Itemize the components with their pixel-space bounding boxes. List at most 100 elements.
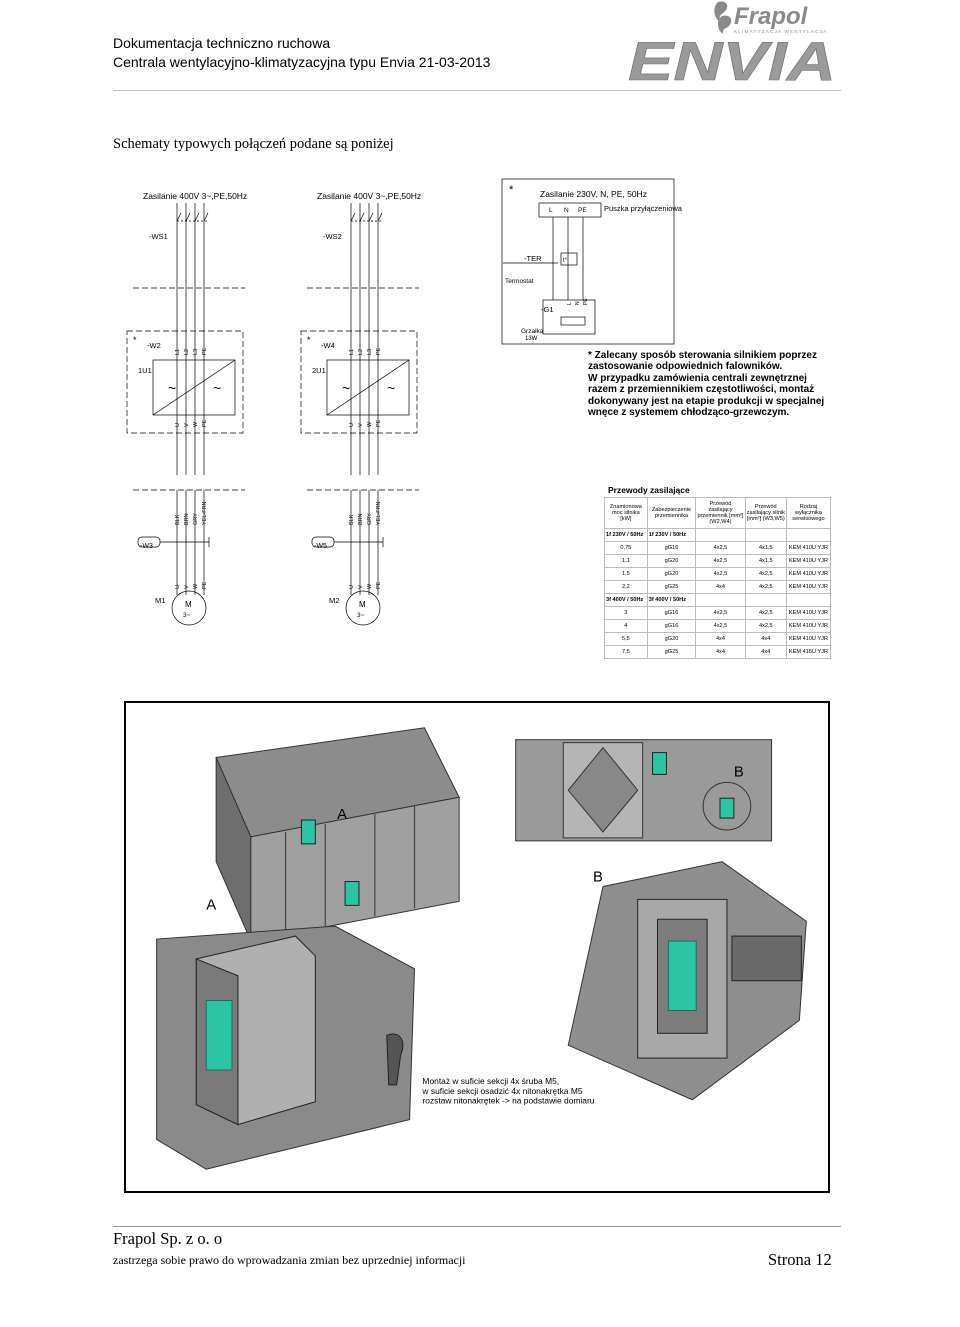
heater-term-n: N: [575, 301, 581, 305]
star-3: *: [509, 184, 514, 196]
cell: KEM 410U YJR: [785, 619, 832, 633]
tilde-2a: ~: [342, 380, 350, 396]
motor-2-phase: 3~: [357, 612, 365, 619]
cables-section-2: 3f 400V / 50Hz 3f 400V / 50Hz: [604, 593, 832, 607]
header-title-line1: Dokumentacja techniczno ruchowa: [113, 35, 331, 51]
footer-note: zastrzega sobie prawo do wprowadzania zm…: [113, 1253, 466, 1267]
document-header: Dokumentacja techniczno ruchowa Centrala…: [113, 34, 490, 72]
c1-wire-gry: GRY: [193, 513, 199, 525]
logo-product: ENVIA: [628, 30, 836, 84]
c2-in-l3: L3: [367, 349, 373, 355]
cell: 7,5: [604, 645, 648, 659]
w5-label: -W5: [314, 543, 327, 550]
mount-line3: rozstaw nitonakrętek -> na podstawie dom…: [422, 1096, 594, 1106]
c2-in-l1: L1: [349, 349, 355, 355]
ws1-label: -WS1: [149, 232, 168, 241]
box-term-l: L: [549, 207, 553, 214]
heater-circuit: [501, 178, 675, 345]
logo-brand: Frapol: [734, 3, 809, 30]
footer-divider: [113, 1226, 841, 1227]
logo-swirl-icon: [714, 1, 728, 23]
cell: 4x4: [695, 645, 746, 659]
label-b-bottom: B: [593, 870, 603, 886]
cell: 4x2,5: [744, 619, 787, 633]
t-symbol: t°: [563, 258, 568, 264]
cell: 3: [604, 606, 648, 620]
frapol-envia-logo: Frapol KLIMATYZACJA WENTYLACJA ENVIA: [628, 1, 836, 84]
c1-m-pe: PE: [202, 581, 208, 589]
u1-label: 1U1: [138, 366, 152, 375]
wiring-diagram: Zasilanie 400V 3~,PE,50Hz -WS1 * -W2 1U1…: [126, 178, 683, 626]
note-line1: * Zalecany sposób sterowania silnikiem p…: [588, 350, 817, 373]
cell: 5,5: [604, 632, 648, 646]
cell: 4x2,5: [744, 567, 787, 581]
cell: KEM 410U YJR: [785, 554, 832, 568]
detail-a: [156, 925, 416, 1170]
cell: 0,75: [604, 541, 648, 555]
star-1: *: [133, 335, 137, 345]
c1-in-l3: L3: [193, 349, 199, 355]
section1-b: 1f 230V / 50Hz: [646, 528, 697, 542]
cell: KEM 410U YJR: [785, 606, 832, 620]
supply-400v-1: Zasilanie 400V 3~,PE,50Hz: [143, 191, 247, 201]
cell: 1,5: [604, 567, 648, 581]
logo-swirl-icon-2: [717, 15, 732, 34]
c2-m-w: W: [367, 583, 373, 589]
detail-b: [567, 861, 807, 1101]
circuit-2: [300, 203, 419, 626]
c2-out-u: U: [349, 423, 355, 427]
cell: 4x2,5: [744, 606, 787, 620]
cables-section-1: 1f 230V / 50Hz 1f 230V / 50Hz: [604, 528, 832, 542]
c2-m-pe: PE: [376, 581, 382, 589]
c1-m-u: U: [175, 585, 181, 589]
cell: 4x4: [744, 632, 787, 646]
c1-wire-blk: BLK: [175, 514, 181, 525]
c2-out-pe: PE: [376, 419, 382, 427]
logo-sub: KLIMATYZACJA WENTYLACJA: [734, 29, 827, 34]
c1-wire-yel: YEL-FRN: [202, 501, 208, 525]
cell: 4x4: [695, 632, 746, 646]
c2-wire-gry: GRY: [367, 513, 373, 525]
c2-m-u: U: [349, 585, 355, 589]
heater-term-l: L: [567, 302, 573, 305]
c2-wire-brn: BRN: [358, 513, 364, 525]
note-line2: W przypadku zamówienia centrali zewnętrz…: [588, 372, 825, 419]
cell: 4x4: [744, 645, 787, 659]
unit-section-view: [515, 739, 773, 842]
cell: gG25: [646, 645, 697, 659]
cell: KEM 410U YJR: [785, 632, 832, 646]
w4-label: -W4: [321, 341, 335, 350]
heater-term-pe: PE: [583, 298, 589, 305]
cell: 4x2,5: [744, 580, 787, 594]
cell: KEM 410U YJR: [785, 580, 832, 594]
inverter-b-icon: [344, 881, 360, 906]
intro-text: Schematy typowych połączeń podane są pon…: [113, 136, 394, 152]
ws2-label: -WS2: [323, 232, 342, 241]
g1-label: -G1: [541, 305, 554, 314]
cables-header-row: Znamionowa moc silnika [kW] Zabezpieczen…: [604, 497, 832, 529]
c1-in-pe: PE: [202, 347, 208, 355]
header-divider: [113, 90, 841, 91]
supply-230v: Zasilanie 230V, N, PE, 50Hz: [540, 189, 647, 199]
cell: gG16: [646, 606, 697, 620]
c1-m-w: W: [193, 583, 199, 589]
cables-col-power: Znamionowa moc silnika [kW]: [604, 497, 648, 529]
cables-col-inverter-cable: Przewód zasilający przemiennik [mm²] (W2…: [695, 497, 746, 529]
cell: 4: [604, 619, 648, 633]
heater-label: Grzałka: [521, 328, 544, 335]
c2-wire-blk: BLK: [349, 514, 355, 525]
footer-company: Frapol Sp. z o. o: [113, 1229, 223, 1248]
star-2: *: [307, 335, 311, 345]
page-number: Strona 12: [768, 1250, 832, 1269]
c2-m-v: V: [358, 585, 364, 589]
cables-col-switch: Rodzaj wyłącznika serwisowego: [785, 497, 832, 529]
box-term-pe: PE: [578, 207, 587, 214]
supply-400v-2: Zasilanie 400V 3~,PE,50Hz: [317, 191, 421, 201]
installation-render: A A B Montaż w suficie sekcji 4x śruba M…: [124, 701, 830, 1193]
section1-a: 1f 230V / 50Hz: [604, 528, 648, 542]
